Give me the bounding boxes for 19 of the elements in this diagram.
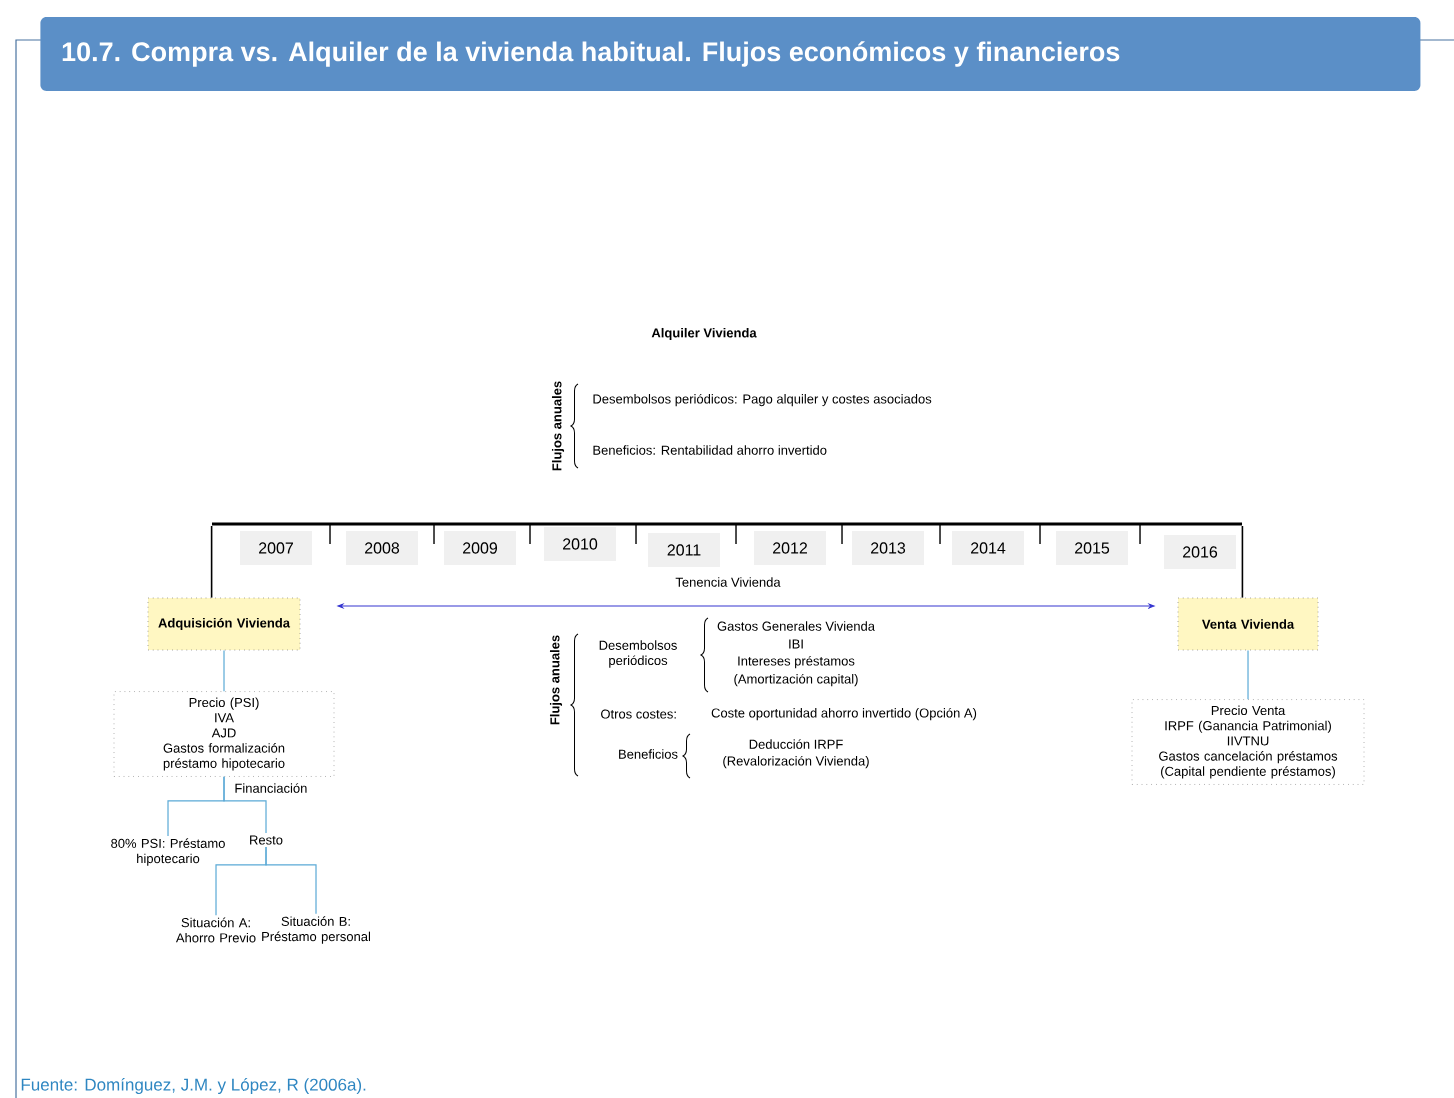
source-note: Fuente: Domínguez, J.M. y López, R (2006a). — [21, 1078, 366, 1094]
connector-line — [1241, 525, 1244, 599]
connector-line — [223, 649, 225, 692]
year-label: 2012 — [754, 531, 826, 565]
year-label: 2013 — [852, 531, 924, 565]
connector-line — [223, 776, 267, 834]
title-bar: 10.7. Compra vs. Alquiler de la vivienda habitual. Flujos económicos y financieros — [40, 17, 1421, 91]
year-label: 2010 — [544, 527, 616, 561]
connector-line — [1247, 649, 1249, 700]
year-label: 2007 — [240, 531, 312, 565]
connector-line — [210, 525, 213, 599]
year-label: 2015 — [1056, 531, 1128, 565]
year-label: 2011 — [648, 533, 720, 567]
year-label: 2009 — [444, 531, 516, 565]
connector-line — [265, 846, 317, 915]
year-label: 2014 — [952, 531, 1024, 565]
timeline-bar — [212, 522, 1242, 526]
year-label: 2016 — [1164, 535, 1236, 569]
year-label: 2008 — [346, 531, 418, 565]
